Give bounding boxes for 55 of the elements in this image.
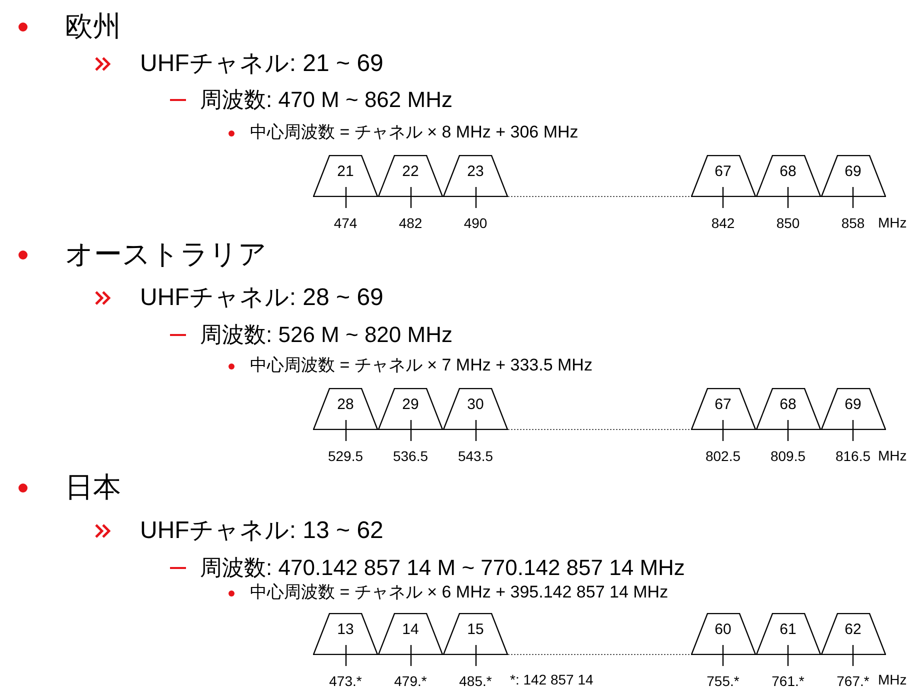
list-item: 周波数: 470 M ~ 862 MHz — [200, 88, 452, 112]
channel-trapezoid: 69 — [820, 388, 886, 430]
frequency-label: 485.* — [459, 673, 492, 689]
heading: オーストラリア — [65, 240, 267, 270]
list-item: UHFチャネル: 13 ~ 62 — [140, 518, 384, 544]
channel-trapezoid: 30 — [443, 388, 508, 430]
unit-label: MHz — [878, 672, 907, 688]
frequency-label: 767.* — [836, 673, 870, 689]
heading: 欧州 — [65, 12, 121, 42]
list-item: UHFチャネル: 21 ~ 69 — [140, 50, 384, 78]
list-item: UHFチャネル: 28 ~ 69 — [140, 284, 384, 312]
channel-trapezoid: 15 — [443, 613, 508, 655]
list-item: 周波数: 526 M ~ 820 MHz — [200, 322, 452, 348]
dotted-line — [508, 196, 691, 197]
frequency-label: 802.5 — [705, 448, 741, 464]
frequency-label: 482 — [398, 215, 422, 231]
frequency-label: 474 — [334, 215, 358, 231]
unit-label: MHz — [878, 215, 907, 231]
frequency-label: 842 — [711, 215, 735, 231]
channel-trapezoid: 67 — [690, 155, 756, 197]
frequency-label: 473.* — [329, 673, 362, 689]
frequency-label: 543.5 — [458, 448, 494, 464]
channel-trapezoid: 62 — [820, 613, 886, 655]
list-item: 中心周波数 = チャネル × 7 MHz + 333.5 MHz — [250, 356, 592, 376]
list-item: 周波数: 470.142 857 14 M ~ 770.142 857 14 MHz — [200, 556, 685, 580]
list-item: 中心周波数 = チャネル × 8 MHz + 306 MHz — [250, 124, 578, 142]
frequency-label: 850 — [776, 215, 800, 231]
frequency-label: 809.5 — [770, 448, 806, 464]
footnote: *: 142 857 14 — [510, 672, 594, 688]
unit-label: MHz — [878, 448, 907, 464]
channel-trapezoid: 21 — [313, 155, 378, 197]
dotted-line — [508, 429, 691, 430]
list-item: 中心周波数 = チャネル × 6 MHz + 395.142 857 14 MHz — [250, 584, 668, 602]
frequency-label: 761.* — [772, 673, 804, 689]
channel-trapezoid: 28 — [313, 388, 378, 430]
heading: 日本 — [65, 472, 121, 504]
frequency-label: 490 — [464, 215, 488, 231]
channel-trapezoid: 22 — [378, 155, 443, 197]
frequency-label: 529.5 — [328, 448, 364, 464]
channel-trapezoid: 68 — [756, 388, 820, 430]
frequency-label: 479.* — [394, 673, 427, 689]
frequency-label: 755.* — [706, 673, 740, 689]
channel-trapezoid: 61 — [756, 613, 820, 655]
channel-trapezoid: 14 — [378, 613, 443, 655]
channel-trapezoid: 67 — [690, 388, 756, 430]
channel-trapezoid: 29 — [378, 388, 443, 430]
channel-trapezoid: 23 — [443, 155, 508, 197]
channel-trapezoid: 60 — [690, 613, 756, 655]
frequency-label: 536.5 — [392, 448, 428, 464]
frequency-label: 816.5 — [835, 448, 871, 464]
channel-trapezoid: 68 — [756, 155, 820, 197]
channel-trapezoid: 13 — [313, 613, 378, 655]
frequency-label: 858 — [841, 215, 865, 231]
channel-trapezoid: 69 — [820, 155, 886, 197]
dotted-line — [508, 654, 691, 655]
